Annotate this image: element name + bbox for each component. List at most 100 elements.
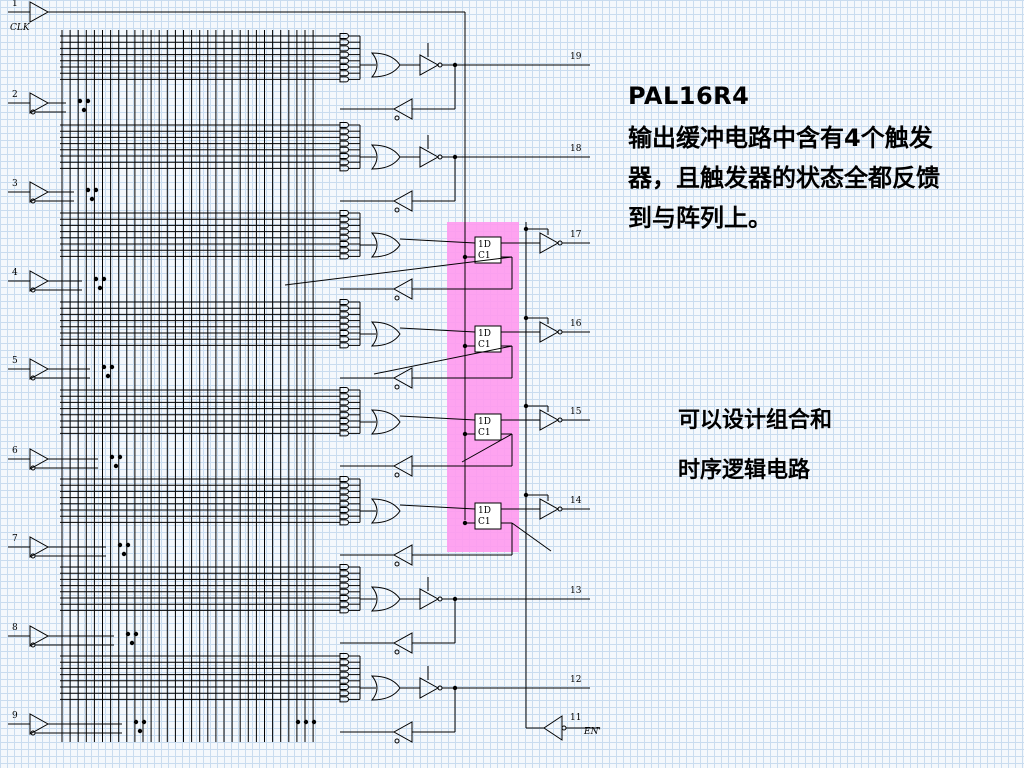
input-junction-dot xyxy=(85,98,91,104)
registered-output-buffer xyxy=(539,498,560,520)
input-pin-label: 1 xyxy=(12,0,18,9)
and-gate xyxy=(339,159,349,166)
and-gate xyxy=(339,165,349,172)
chip-description: 输出缓冲电路中含有4个触发器，且触发器的状态全都反馈到与阵列上。 xyxy=(628,124,940,232)
input-junction-dot xyxy=(133,719,139,725)
clock-junction-dot xyxy=(462,254,468,260)
and-gate xyxy=(339,500,349,507)
or-gate xyxy=(370,144,401,170)
and-gate xyxy=(339,399,349,406)
flipflop-d-label: 1D xyxy=(478,240,491,250)
input-junction-dot xyxy=(125,631,131,637)
flipflop-c-label: C1 xyxy=(478,251,491,261)
input-pin-label: 7 xyxy=(12,534,18,544)
and-gate xyxy=(339,45,349,52)
output-pin-label: 19 xyxy=(570,52,582,62)
input-junction-dot xyxy=(89,196,95,202)
flipflop-d-label: 1D xyxy=(478,506,491,516)
and-gate xyxy=(339,482,349,489)
output-buffer xyxy=(419,54,440,76)
inversion-bubble xyxy=(394,561,400,567)
enable-pin-label: 11 xyxy=(570,713,581,723)
input-junction-dot xyxy=(109,364,115,370)
or-gate xyxy=(370,409,401,435)
output-junction-dot xyxy=(452,154,458,160)
flipflop-c-label: C1 xyxy=(478,517,491,527)
input-junction-dot xyxy=(117,542,123,548)
or-to-d-line xyxy=(399,415,476,421)
and-gate xyxy=(339,153,349,159)
input-junction-dot xyxy=(129,640,135,646)
enable-junction-dot xyxy=(523,226,529,232)
and-gate xyxy=(339,607,349,614)
and-gate xyxy=(339,228,349,235)
output-buffer xyxy=(419,677,440,699)
qbar-feedback xyxy=(461,433,513,463)
or-gate xyxy=(370,321,401,347)
and-gate xyxy=(339,576,349,583)
and-gate xyxy=(339,76,349,83)
enable-buffer xyxy=(543,715,563,741)
input-junction-dot xyxy=(93,276,99,282)
and-gate xyxy=(339,64,349,70)
capability-note-line-1: 可以设计组合和 xyxy=(678,408,833,433)
registered-output-buffer xyxy=(539,409,560,431)
and-gate xyxy=(339,653,349,659)
inversion-bubble xyxy=(561,725,567,731)
and-gate xyxy=(339,582,349,589)
output-buffer xyxy=(419,588,440,610)
input-junction-dot xyxy=(97,285,103,291)
inversion-bubble xyxy=(394,384,400,390)
output-pin-label: 15 xyxy=(570,407,582,417)
and-gate xyxy=(339,317,349,324)
clock-label: CLK xyxy=(10,23,31,33)
and-gate xyxy=(339,476,349,482)
and-gate xyxy=(339,595,349,601)
and-gate xyxy=(339,39,349,46)
and-gate xyxy=(339,684,349,690)
and-gate xyxy=(339,418,349,424)
output-junction-dot xyxy=(452,685,458,691)
registered-output-buffer xyxy=(539,321,560,343)
input-junction-dot xyxy=(101,276,107,282)
and-gate xyxy=(339,222,349,229)
and-gate xyxy=(339,405,349,412)
chip-title: PAL16R4 xyxy=(628,82,750,110)
array-junction-dot xyxy=(311,719,317,725)
inversion-bubble xyxy=(394,472,400,478)
and-gate xyxy=(339,140,349,147)
inversion-bubble xyxy=(394,295,400,301)
and-gate xyxy=(339,311,349,318)
or-to-d-line xyxy=(399,238,476,244)
and-gate xyxy=(339,57,349,64)
flipflop xyxy=(474,325,502,353)
and-gate xyxy=(339,330,349,336)
input-junction-dot xyxy=(101,364,107,370)
registered-output-buffer xyxy=(539,232,560,254)
output-pin-label: 16 xyxy=(570,319,582,329)
or-to-d-line xyxy=(399,504,476,510)
and-gate xyxy=(339,665,349,672)
and-gate xyxy=(339,305,349,312)
input-junction-dot xyxy=(105,373,111,379)
input-pin-label: 2 xyxy=(12,90,18,100)
output-junction-dot xyxy=(452,596,458,602)
input-pin-label: 4 xyxy=(12,268,18,278)
and-gate xyxy=(339,696,349,703)
or-gate xyxy=(370,498,401,524)
and-gate xyxy=(339,241,349,247)
and-gate xyxy=(339,564,349,570)
and-gate xyxy=(339,342,349,349)
array-junction-dot xyxy=(295,719,301,725)
and-gate xyxy=(339,33,349,39)
and-gate xyxy=(339,146,349,153)
output-pin-label: 18 xyxy=(570,144,582,154)
inversion-bubble xyxy=(394,738,400,744)
inversion-bubble xyxy=(394,207,400,213)
and-gate xyxy=(339,253,349,260)
output-pin-label: 14 xyxy=(570,496,582,506)
pal16r4-logic-diagram: 123456789CLK191813121DC1171DC1161DC1151D… xyxy=(8,0,601,744)
and-gate xyxy=(339,494,349,501)
or-gate xyxy=(370,675,401,701)
and-gate xyxy=(339,70,349,77)
